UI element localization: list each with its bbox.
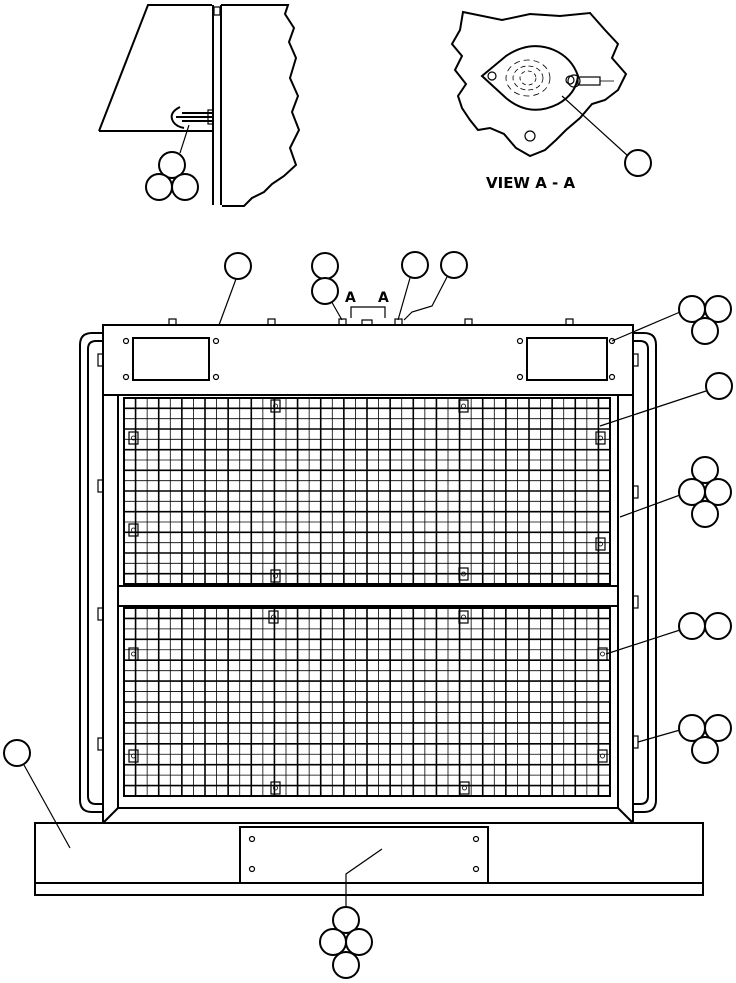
screen-fasteners [128, 399, 608, 795]
view-a-a-title: VIEW A - A [486, 174, 575, 192]
radiator-guard-assembly: A A [79, 290, 657, 824]
detail-side-view [98, 4, 301, 207]
callout-bubbles [3, 251, 733, 979]
detail-view-a-a: VIEW A - A [450, 10, 652, 192]
section-mark-left: A [345, 290, 356, 306]
screen-upper-mesh [124, 398, 610, 584]
screen-lower-mesh [124, 608, 610, 796]
base-support [34, 822, 704, 896]
section-mark-right: A [378, 290, 389, 306]
